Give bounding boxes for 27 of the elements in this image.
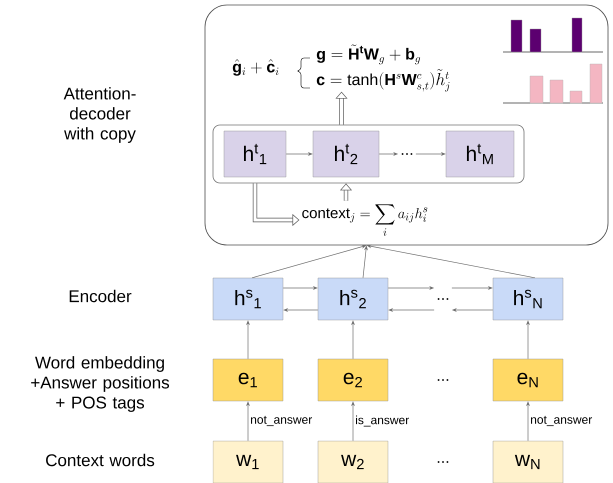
encoder-state-box: h$^{s}$2 xyxy=(318,278,388,320)
row-label: Context words xyxy=(46,454,154,466)
ellipsis: ... xyxy=(402,153,412,155)
ellipsis: ... xyxy=(438,379,448,381)
edge-label: not_answer xyxy=(249,414,314,428)
row-label: Attention-decoder with copy xyxy=(64,87,136,143)
embedding-box: e$_{2}$ xyxy=(318,358,388,402)
formula: $\mathrm{context}_j = \sum_i a_{ij} h^s_i$ xyxy=(302,204,428,236)
encoder-state-box: h$^{s}$N xyxy=(492,278,564,320)
decoder-state-box: h$^{t}$2 xyxy=(312,130,380,178)
word-box: w$_{2}$ xyxy=(318,440,388,483)
row-label: Word embedding +Answer positions + POS tags xyxy=(31,356,170,412)
embedding-box: e$_{N}$ xyxy=(492,358,564,402)
word-box: w$_{1}$ xyxy=(212,440,284,483)
edge-label: not_answer xyxy=(529,414,594,428)
row-label: Encoder xyxy=(70,290,132,302)
embedding-box: e$_{1}$ xyxy=(212,358,284,402)
decoder-box xyxy=(212,124,524,184)
decoder-state-box: h$^{t}$M xyxy=(446,130,514,178)
ellipsis: ... xyxy=(438,461,448,463)
ellipsis: ... xyxy=(438,298,448,300)
container-box xyxy=(204,4,608,246)
word-box: w$_{N}$ xyxy=(492,440,564,483)
formula: $\hat{\mathbf{g}}_i + \hat{\mathbf{c}}_i$ $\mathbf{g} = \tilde{\mathbf{H}}^{\mathbf{t}}\mathbf{W}_g + \mathbf{b}_g$ $\mathbf{c} = \tanh(\mathbf{H}^s\mathbf{W}^c_{s,t})\tilde{h}^t_j$ xyxy=(232,44,450,92)
edge-label: is_answer xyxy=(354,414,410,428)
decoder-state-box: h$^{t}$1 xyxy=(224,130,286,178)
encoder-state-box: h$^{s}$1 xyxy=(212,278,284,320)
